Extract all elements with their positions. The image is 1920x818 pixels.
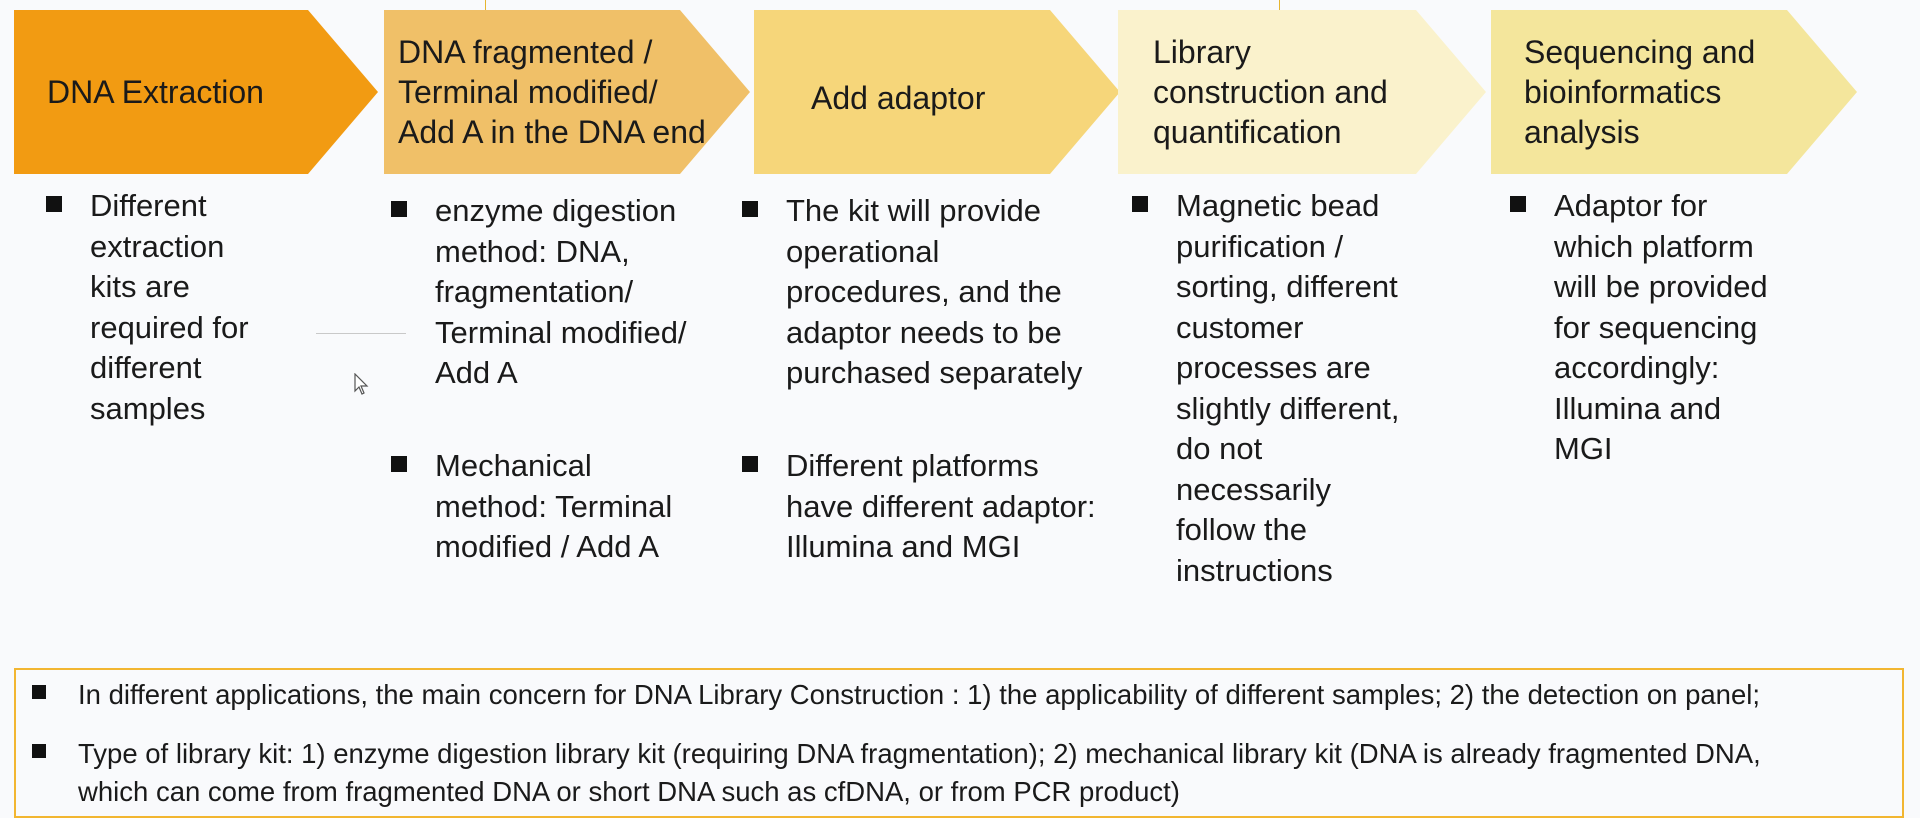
- bullet-text: Different extraction kits are required f…: [90, 188, 249, 426]
- bullet-square-icon: [1132, 196, 1148, 212]
- bullet-item: Different extraction kits are required f…: [46, 186, 249, 429]
- bullet-square-icon: [1510, 196, 1526, 212]
- bullet-square-icon: [742, 201, 758, 217]
- bullet-square-icon: [391, 201, 407, 217]
- step-sequencing: Sequencing and bioinformatics analysis: [1491, 10, 1857, 174]
- step-library-construction: Library construction and quantification: [1118, 10, 1486, 174]
- note-item: In different applications, the main conc…: [32, 676, 1760, 714]
- bullet-square-icon: [46, 196, 62, 212]
- bullet-item: Magnetic bead purification / sorting, di…: [1132, 186, 1399, 591]
- step-dna-fragmented: DNA fragmented / Terminal modified/ Add …: [384, 10, 750, 174]
- step-add-adaptor: Add adaptor: [754, 10, 1120, 174]
- bullet-square-icon: [32, 744, 46, 758]
- bullet-text: Different platforms have different adapt…: [786, 448, 1096, 564]
- step-label: Sequencing and bioinformatics analysis: [1524, 34, 1756, 150]
- bullet-item: Mechanical method: Terminal modified / A…: [391, 446, 672, 568]
- connector-tick: [485, 0, 486, 12]
- step-label: Library construction and quantification: [1153, 34, 1388, 150]
- bullet-text: enzyme digestion method: DNA, fragmentat…: [435, 193, 687, 390]
- bullet-text: Mechanical method: Terminal modified / A…: [435, 448, 673, 564]
- note-item: Type of library kit: 1) enzyme digestion…: [32, 735, 1761, 811]
- note-text: In different applications, the main conc…: [78, 679, 1760, 710]
- bullet-square-icon: [391, 456, 407, 472]
- note-text: Type of library kit: 1) enzyme digestion…: [78, 738, 1761, 807]
- bullet-square-icon: [32, 685, 46, 699]
- bullet-text: Magnetic bead purification / sorting, di…: [1176, 188, 1400, 588]
- step-label: DNA Extraction: [47, 74, 264, 110]
- step-label: Add adaptor: [811, 80, 986, 116]
- divider-line: [316, 333, 406, 334]
- mouse-cursor-icon: [354, 373, 369, 395]
- bullet-text: The kit will provide operational procedu…: [786, 193, 1083, 390]
- step-dna-extraction: DNA Extraction: [14, 10, 378, 174]
- bullet-item: Different platforms have different adapt…: [742, 446, 1096, 568]
- connector-tick: [1279, 0, 1280, 12]
- bullet-item: Adaptor for which platform will be provi…: [1510, 186, 1768, 470]
- bullet-text: Adaptor for which platform will be provi…: [1554, 188, 1768, 466]
- bullet-item: enzyme digestion method: DNA, fragmentat…: [391, 191, 687, 394]
- bullet-item: The kit will provide operational procedu…: [742, 191, 1082, 394]
- bullet-square-icon: [742, 456, 758, 472]
- step-label: DNA fragmented / Terminal modified/ Add …: [398, 34, 706, 150]
